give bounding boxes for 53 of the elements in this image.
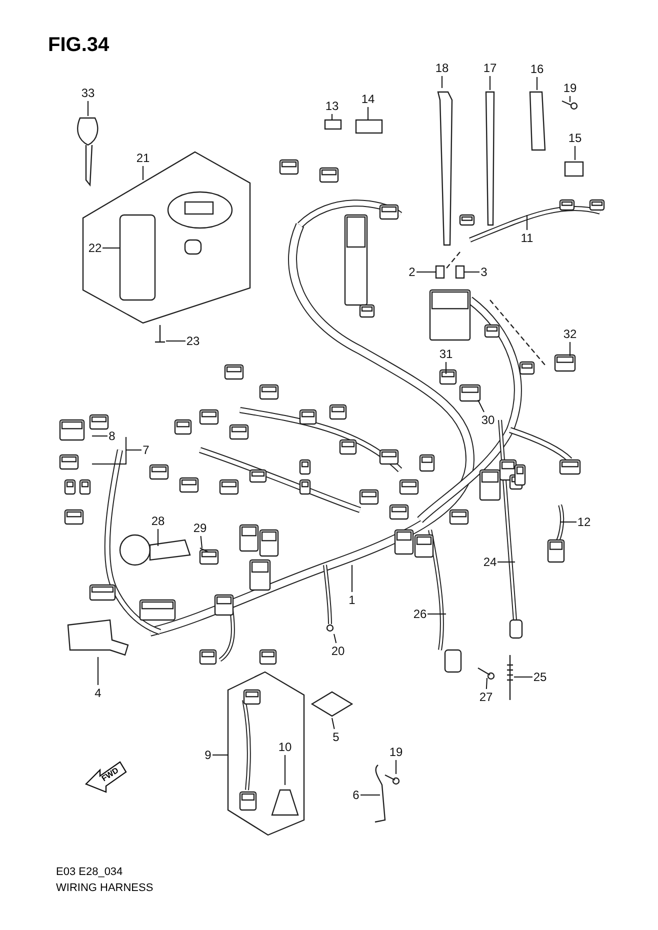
leader-line (200, 536, 202, 548)
callout-number: 13 (325, 99, 339, 113)
callout-number: 28 (151, 514, 165, 528)
leader-line (166, 340, 186, 342)
callout-number: 26 (413, 607, 427, 621)
callout-number: 18 (435, 61, 449, 75)
leader-line (486, 678, 488, 690)
callout-number: 30 (481, 413, 495, 427)
callout-number: 12 (577, 515, 591, 529)
leader-line (92, 436, 142, 464)
leader-line (526, 214, 528, 230)
callout-number: 6 (352, 788, 360, 802)
callout-number: 17 (483, 61, 497, 75)
figure-title: FIG.34 (48, 34, 110, 57)
leader-line (478, 400, 484, 412)
callout-number: 33 (81, 86, 95, 100)
callout-number: 1 (348, 593, 356, 607)
callout-number: 19 (389, 745, 403, 759)
callout-number: 5 (332, 730, 340, 744)
callout-number: 32 (563, 327, 577, 341)
leader-line (574, 146, 576, 160)
callout-number: 31 (439, 347, 453, 361)
leader-line (332, 718, 335, 730)
callout-number: 21 (136, 151, 150, 165)
callout-number: 16 (530, 62, 544, 76)
callout-number: 19 (563, 81, 577, 95)
figure-caption: WIRING HARNESS (56, 882, 154, 894)
leader-line (284, 754, 286, 786)
leader-line (142, 166, 144, 180)
callout-number: 24 (483, 555, 497, 569)
leader-line (334, 634, 337, 644)
callout-number: 20 (331, 644, 345, 658)
leader-line (212, 754, 228, 756)
callout-number: 27 (479, 690, 493, 704)
callout-number: 15 (568, 131, 582, 145)
callout-number: 10 (278, 740, 292, 754)
drawing-code: E03 E28_034 (56, 866, 123, 878)
callout-number: 14 (361, 92, 375, 106)
callout-number: 29 (193, 521, 207, 535)
callout-number: 22 (88, 241, 102, 255)
leader-line (514, 676, 533, 678)
callout-number: 9 (204, 748, 212, 762)
callout-number: 2 (408, 265, 416, 279)
callout-number: 8 (108, 429, 116, 443)
callout-number: 3 (480, 265, 488, 279)
leader-line (360, 794, 380, 796)
direction-label: FWD (100, 766, 120, 784)
callout-number: 25 (533, 670, 547, 684)
leader-line (536, 76, 538, 90)
callout-number: 23 (186, 334, 200, 348)
callout-number: 11 (520, 231, 534, 245)
callout-number: 4 (94, 686, 102, 700)
callout-number: 7 (142, 443, 150, 457)
